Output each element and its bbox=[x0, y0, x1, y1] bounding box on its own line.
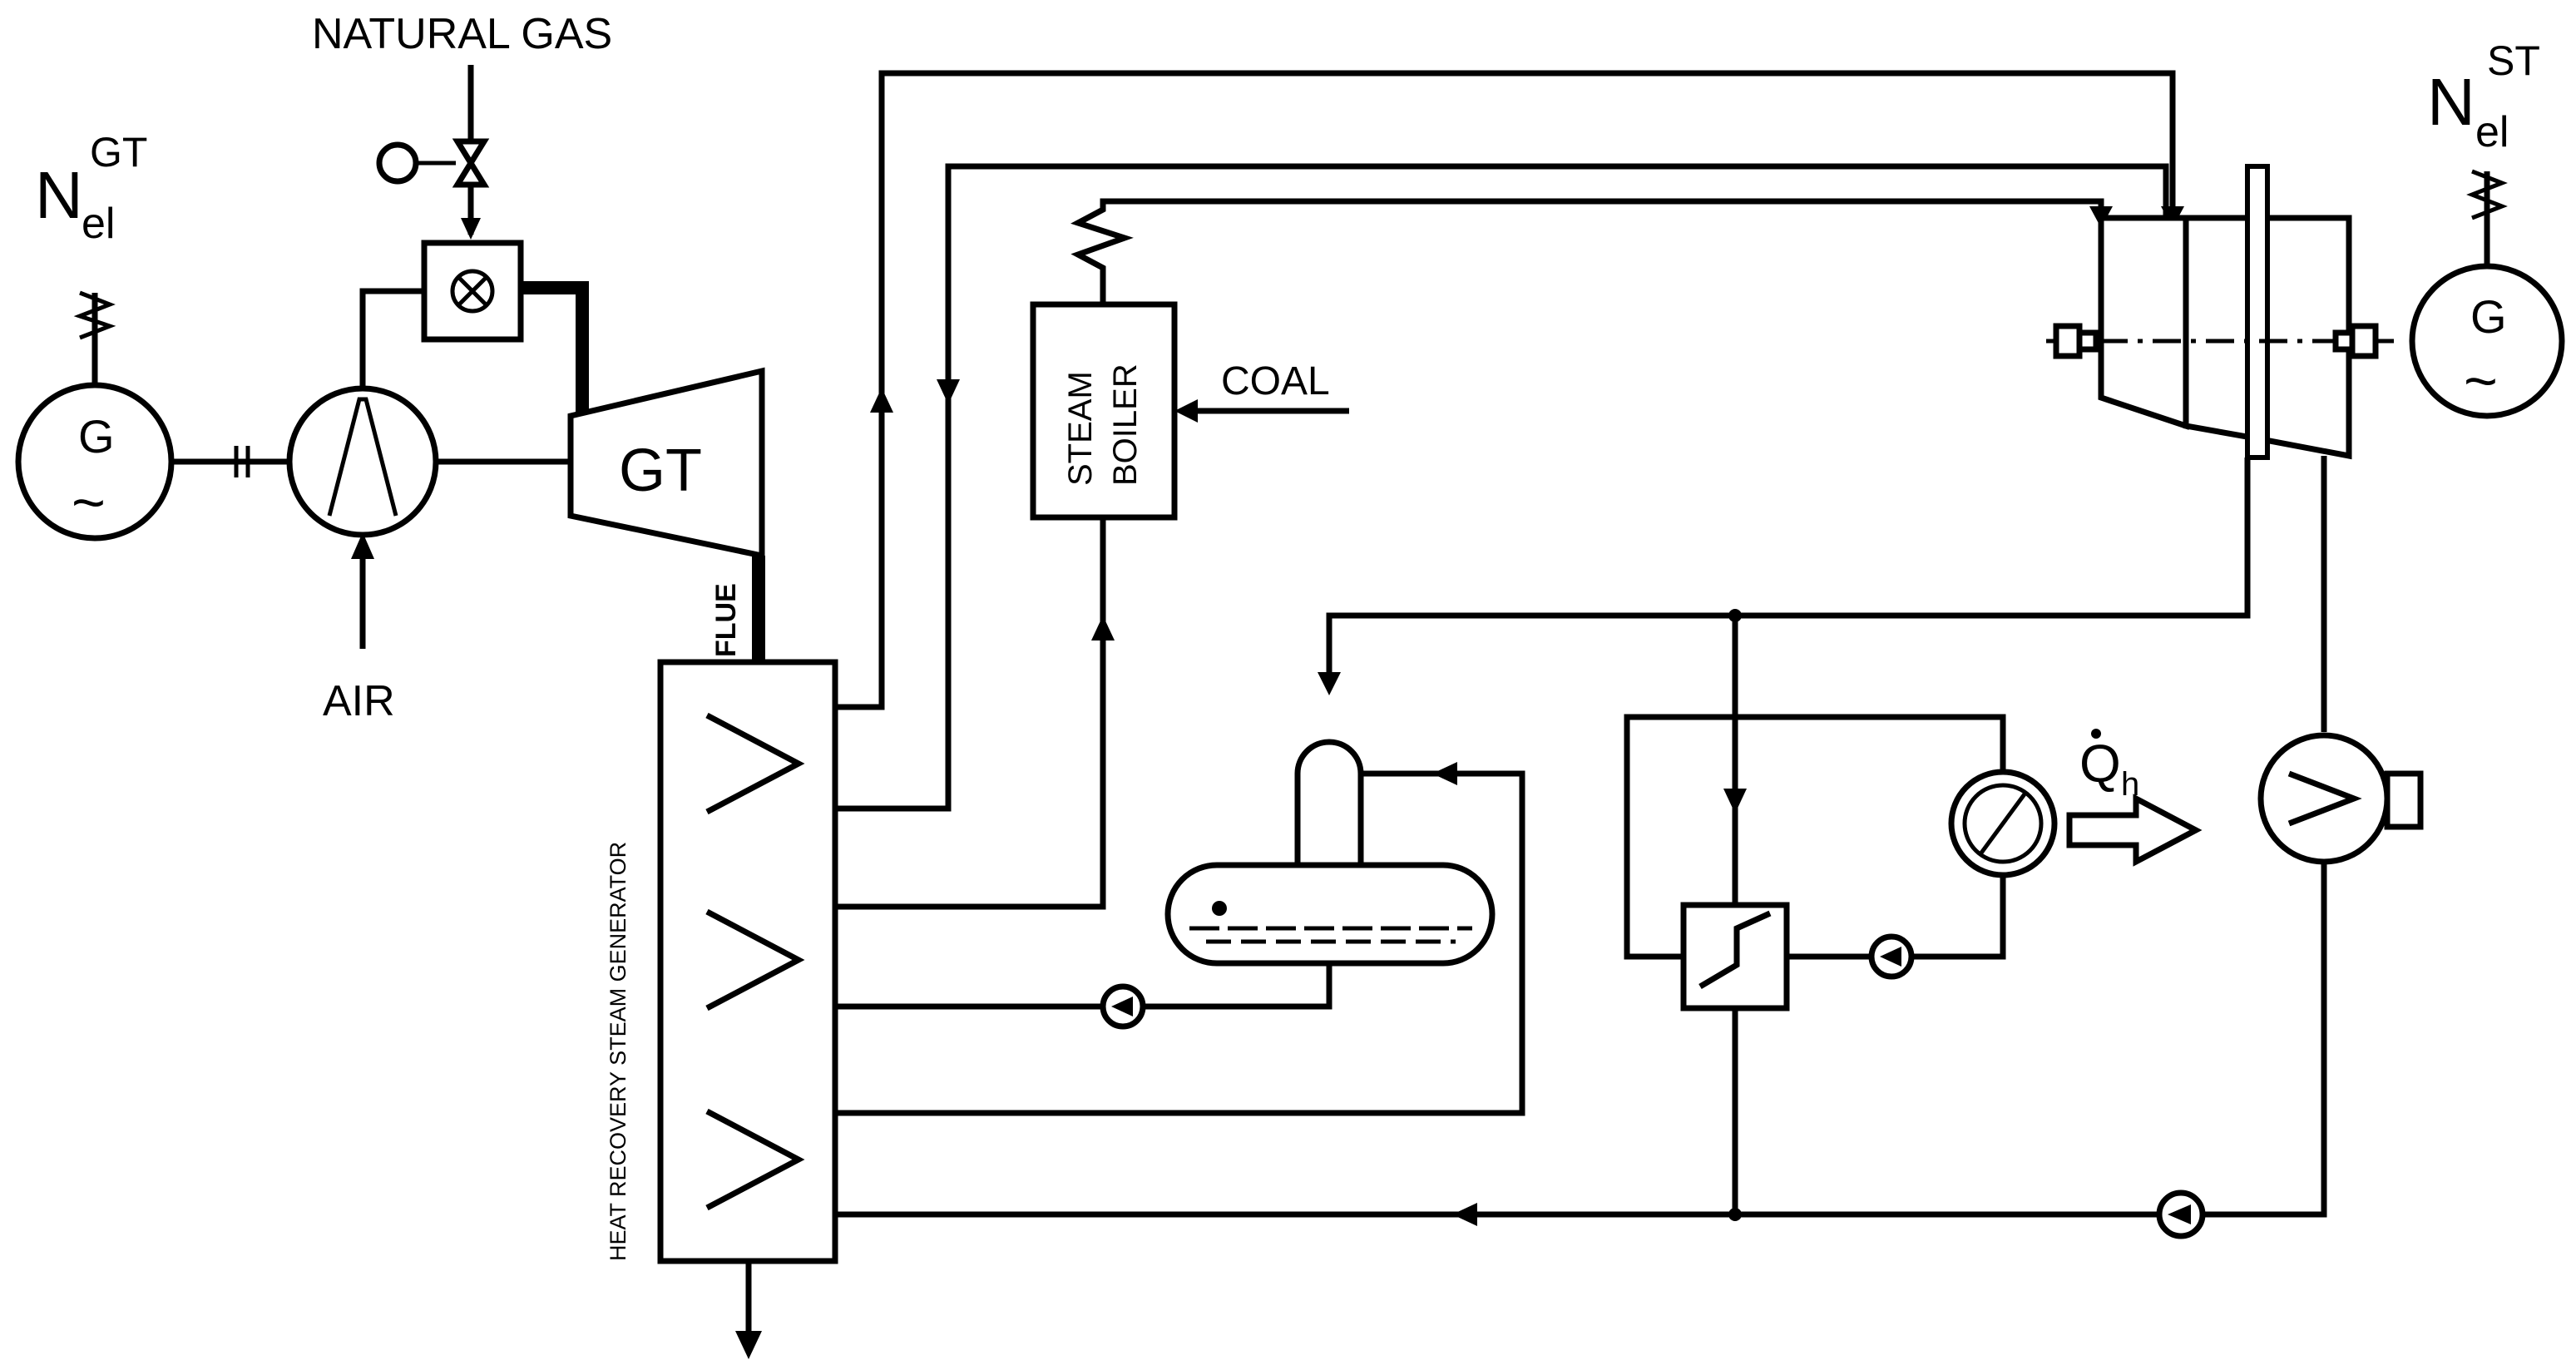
compressor-icon bbox=[286, 385, 439, 538]
svg-text:G: G bbox=[2470, 290, 2507, 343]
steam-boiler bbox=[1030, 301, 1178, 521]
gt-generator-icon: G ~ bbox=[15, 382, 175, 542]
heating-supply-line bbox=[1624, 714, 2006, 960]
ip-steam-line bbox=[835, 163, 2169, 812]
combustion-chamber-icon bbox=[421, 240, 524, 343]
condensate-line bbox=[835, 862, 2327, 1218]
hrsg-casing bbox=[657, 659, 838, 1264]
svg-text:~: ~ bbox=[2464, 349, 2498, 413]
svg-text:~: ~ bbox=[72, 470, 106, 535]
gt-power-sub: el bbox=[82, 200, 115, 248]
heat-consumer-icon bbox=[1948, 769, 2058, 878]
deaerator-icon bbox=[1164, 739, 1496, 967]
boiler-feed-line bbox=[835, 517, 1106, 910]
feed-water-line bbox=[835, 963, 1332, 1010]
st-power-label: N bbox=[2427, 65, 2475, 139]
gt-label: GT bbox=[619, 438, 702, 504]
hot-gas-line bbox=[521, 281, 589, 416]
heat-output-label: Q bbox=[2079, 734, 2121, 794]
st-power-sub: el bbox=[2475, 108, 2509, 156]
hrsg-label: HEAT RECOVERY STEAM GENERATOR bbox=[606, 842, 630, 1261]
heating-return-line bbox=[1787, 875, 2006, 960]
steam-boiler-label-1: STEAM bbox=[1062, 371, 1099, 486]
extraction-line bbox=[1326, 457, 2251, 682]
boiler-steam-line bbox=[1070, 198, 2104, 304]
hrsg-coil-3-icon bbox=[705, 1108, 805, 1211]
heat-output-sub: h bbox=[2121, 766, 2139, 803]
hrsg-coil-1-icon bbox=[705, 712, 805, 815]
flue-label: FLUE bbox=[710, 583, 742, 657]
steam-boiler-label-2: BOILER bbox=[1107, 364, 1144, 486]
heat-output-arrow-icon bbox=[2066, 794, 2203, 867]
st-power-sup: ST bbox=[2487, 37, 2540, 84]
gt-power-label: N bbox=[35, 158, 83, 232]
st-coupling-right-icon bbox=[2332, 323, 2379, 359]
coal-label: COAL bbox=[1221, 359, 1330, 403]
hp-steam-line bbox=[835, 70, 2176, 710]
heat-exchanger-icon bbox=[1680, 902, 1790, 1011]
condensate-pump-icon bbox=[2156, 1189, 2206, 1239]
condenser-icon bbox=[2257, 732, 2424, 865]
natural-gas-label: NATURAL GAS bbox=[312, 10, 612, 58]
st-coupling-left-icon bbox=[2053, 323, 2099, 359]
st-generator-icon: G ~ bbox=[2409, 263, 2565, 419]
feed-pump-icon bbox=[1100, 983, 1146, 1030]
air-label: AIR bbox=[323, 677, 395, 725]
heating-pump-icon bbox=[1868, 933, 1915, 980]
gas-valve-icon bbox=[376, 138, 490, 188]
gt-power-arrow-icon bbox=[73, 290, 116, 340]
gt-power-sup: GT bbox=[90, 129, 147, 176]
compressed-air-line bbox=[359, 288, 424, 399]
st-power-arrow-icon bbox=[2466, 169, 2508, 220]
hrsg-coil-2-icon bbox=[705, 908, 805, 1011]
svg-text:G: G bbox=[78, 410, 115, 462]
steam-turbine-icon bbox=[2098, 164, 2352, 460]
condensate-node bbox=[1728, 1208, 1742, 1221]
